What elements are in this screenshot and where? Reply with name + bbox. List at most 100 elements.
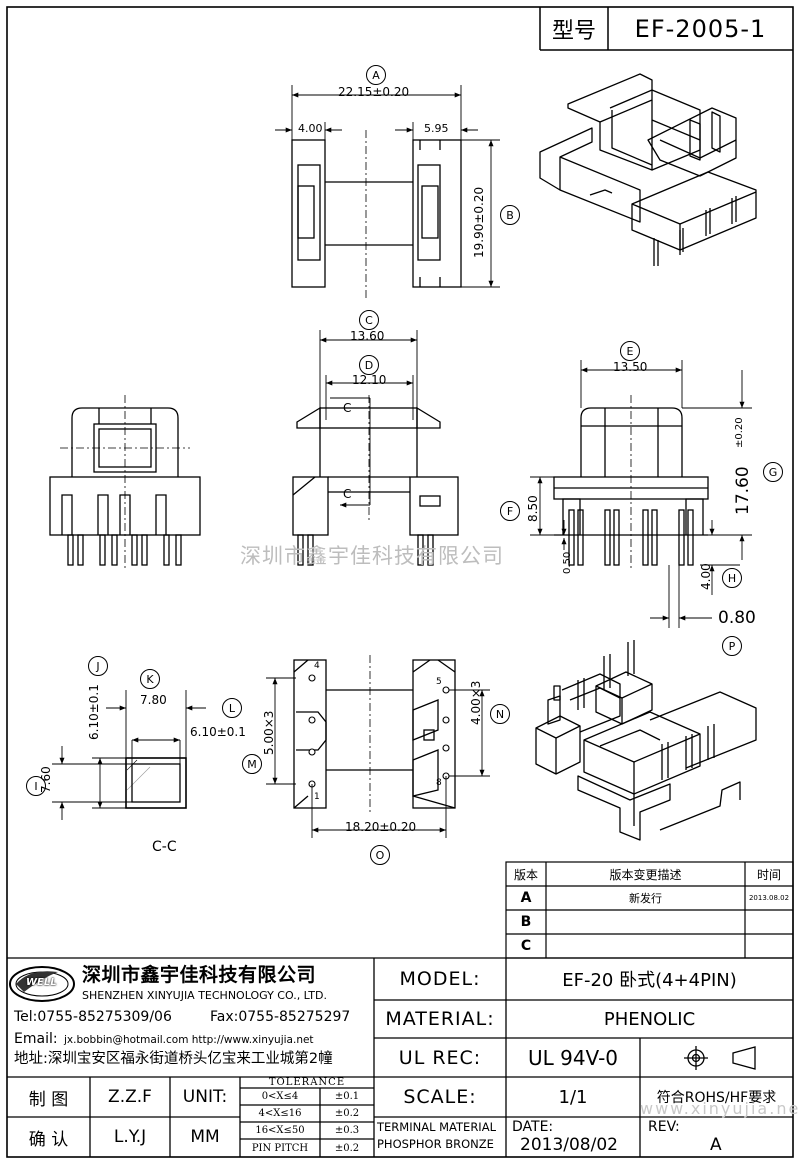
side-view-right bbox=[553, 395, 709, 570]
rev-row-a-date: 2013.08.02 bbox=[748, 894, 790, 902]
unit-value: MM bbox=[190, 1127, 220, 1147]
dim-side-height: 17.60 bbox=[733, 466, 753, 515]
side-view-dims bbox=[530, 360, 752, 628]
pin-number-4: 4 bbox=[314, 661, 320, 671]
date-label: DATE: bbox=[512, 1119, 554, 1135]
dim-front-inner: 12.10 bbox=[352, 373, 387, 387]
type-label: 型号 bbox=[551, 18, 596, 44]
section-cc-dims bbox=[52, 690, 206, 820]
dim-pitch-left: 5.00×3 bbox=[262, 710, 276, 755]
ulrec-label: UL REC: bbox=[398, 1046, 482, 1069]
balloon-c: C bbox=[359, 310, 379, 330]
dim-pitch-right: 4.00×3 bbox=[469, 680, 483, 725]
dim-section-width: 7.80 bbox=[140, 693, 167, 707]
rev-label: REV: bbox=[648, 1119, 680, 1135]
company-address: 地址:深圳宝安区福永街道桥头亿宝来工业城第2幢 bbox=[14, 1051, 333, 1067]
balloon-k: K bbox=[140, 669, 160, 689]
header-box bbox=[539, 7, 793, 51]
title-block-lines bbox=[7, 957, 793, 1157]
dim-section-h-right: 6.10±0.1 bbox=[190, 725, 246, 739]
tol-range-2: 4<X≤16 bbox=[258, 1108, 302, 1119]
rev-row-a-desc: 新发行 bbox=[629, 892, 662, 905]
front-view-middle bbox=[292, 395, 459, 566]
dim-side-width: 13.50 bbox=[613, 360, 648, 374]
unit-label: UNIT: bbox=[182, 1087, 228, 1107]
dim-top-width: 22.15±0.20 bbox=[338, 85, 410, 99]
rev-value: A bbox=[710, 1135, 722, 1155]
scale-value: 1/1 bbox=[558, 1086, 588, 1108]
material-value: PHENOLIC bbox=[603, 1008, 696, 1030]
dim-top-right: 5.95 bbox=[424, 122, 449, 135]
material-label: MATERIAL: bbox=[385, 1008, 495, 1030]
rev-header-desc: 版本变更描述 bbox=[609, 867, 682, 882]
rev-row-c-ver: C bbox=[520, 938, 532, 954]
dim-front-width: 13.60 bbox=[350, 329, 385, 343]
bottom-view-dims bbox=[266, 677, 490, 838]
company-name-en: SHENZHEN XINYUJIA TECHNOLOGY CO., LTD. bbox=[82, 989, 327, 1002]
balloon-h: H bbox=[722, 568, 742, 588]
company-email-label: Email: bbox=[14, 1031, 58, 1047]
tol-range-1: 0<X≤4 bbox=[261, 1091, 299, 1102]
balloon-a: A bbox=[366, 65, 386, 85]
dim-top-height: 19.90±0.20 bbox=[472, 186, 486, 258]
tol-range-3: 16<X≤50 bbox=[255, 1125, 305, 1136]
dim-pin-length: 4.00 bbox=[699, 563, 713, 590]
watermark-url: www.xinyujia.net bbox=[640, 1099, 800, 1118]
bottom-view bbox=[293, 655, 456, 812]
dim-side-height-tol: ±0.20 bbox=[734, 417, 745, 448]
projection-symbols bbox=[684, 1046, 756, 1070]
balloon-p: P bbox=[722, 636, 742, 656]
balloon-g: G bbox=[763, 462, 783, 482]
sheet-border bbox=[6, 6, 794, 1158]
dim-pin-diameter: 0.80 bbox=[718, 608, 756, 628]
balloon-e: E bbox=[620, 341, 640, 361]
front-view-left bbox=[49, 395, 201, 570]
rev-header-version: 版本 bbox=[513, 867, 538, 882]
tol-value-1: ±0.1 bbox=[334, 1091, 360, 1102]
draw-by: Z.Z.F bbox=[108, 1087, 152, 1107]
watermark-text: 深圳市鑫宇佳科技有限公司 bbox=[240, 544, 504, 568]
company-name-cn: 深圳市鑫宇佳科技有限公司 bbox=[82, 964, 317, 986]
tol-range-4: PIN PITCH bbox=[251, 1142, 309, 1154]
check-by: L.Y.J bbox=[113, 1127, 147, 1147]
front-view-dims bbox=[319, 330, 418, 508]
pin-number-8: 8 bbox=[436, 778, 442, 788]
company-email: jx.bobbin@hotmail.com http://www.xinyuji… bbox=[64, 1034, 314, 1046]
tol-value-2: ±0.2 bbox=[334, 1108, 360, 1119]
top-view bbox=[291, 130, 462, 298]
terminal-label: TERMINAL MATERIAL bbox=[377, 1120, 496, 1134]
pin-number-5: 5 bbox=[436, 677, 442, 687]
check-label: 确 认 bbox=[28, 1129, 69, 1150]
dim-pin-span: 18.20±0.20 bbox=[345, 820, 417, 834]
balloon-f: F bbox=[500, 501, 520, 521]
iso-view-bottom bbox=[535, 640, 757, 841]
pin-number-1: 1 bbox=[314, 792, 320, 802]
section-mark-bottom: C bbox=[343, 487, 352, 501]
terminal-value: PHOSPHOR BRONZE bbox=[377, 1137, 494, 1151]
ulrec-value: UL 94V-0 bbox=[527, 1045, 619, 1070]
tol-value-3: ±0.3 bbox=[334, 1125, 360, 1136]
draw-label: 制 图 bbox=[28, 1089, 69, 1110]
tol-value-4: ±0.2 bbox=[334, 1142, 360, 1154]
balloon-o: O bbox=[370, 845, 390, 865]
dim-side-foot: 0.50 bbox=[562, 551, 573, 574]
model-value: EF-20 卧式(4+4PIN) bbox=[562, 970, 737, 991]
section-cc bbox=[125, 757, 187, 809]
model-label: MODEL: bbox=[399, 968, 481, 990]
balloon-i: I bbox=[26, 776, 46, 796]
iso-view-top bbox=[539, 73, 757, 266]
rev-row-a-ver: A bbox=[520, 890, 532, 906]
dim-section-h-left: 6.10±0.1 bbox=[87, 684, 101, 740]
projection-cone-icon bbox=[732, 1046, 756, 1070]
dim-side-base: 8.50 bbox=[526, 495, 540, 522]
balloon-j: J bbox=[88, 656, 108, 676]
top-view-dims bbox=[275, 85, 500, 288]
company-logo-icon bbox=[9, 966, 75, 1002]
rohs-note: 符合ROHS/HF要求 bbox=[656, 1090, 777, 1106]
tolerance-title: TOLERANCE bbox=[268, 1077, 346, 1088]
balloon-d: D bbox=[359, 355, 379, 375]
balloon-b: B bbox=[500, 205, 520, 225]
scale-label: SCALE: bbox=[403, 1086, 477, 1108]
